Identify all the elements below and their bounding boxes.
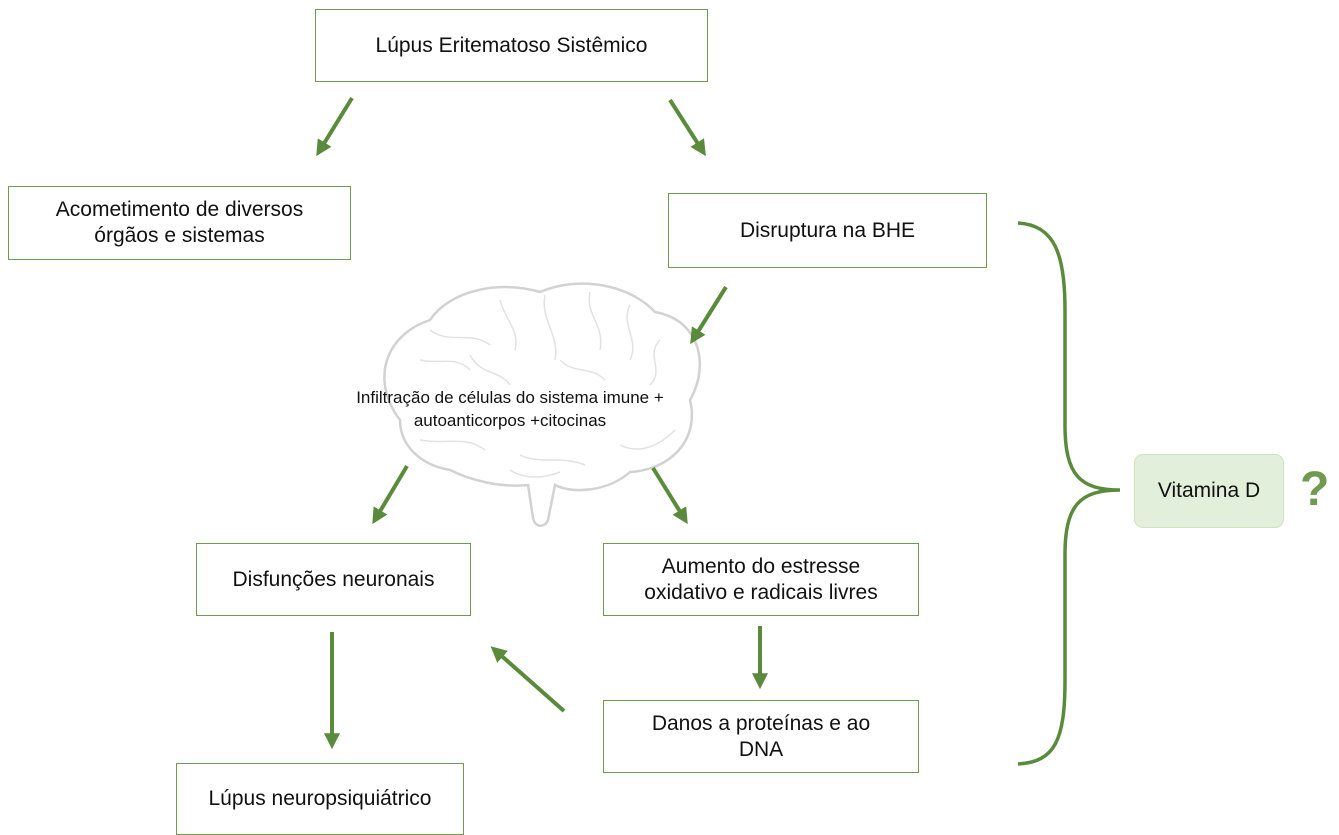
curly-brace (1017, 221, 1121, 766)
node-organs-line1: Acometimento de diversos (55, 198, 304, 221)
node-organs-line2: órgãos e sistemas (94, 224, 265, 247)
arrow-lupus-to-organs (316, 96, 354, 157)
node-bhe-label: Disruptura na BHE (739, 218, 916, 242)
infiltration-line2: autoanticorpos +citocinas (413, 411, 607, 430)
node-lupus: Lúpus Eritematoso Sistêmico (315, 9, 708, 82)
node-neuronal: Disfunções neuronais (196, 543, 471, 616)
node-oxidative-line1: Aumento do estresse (661, 554, 861, 578)
node-oxidative: Aumento do estresse oxidativo e radicais… (603, 543, 919, 616)
vitamin-d-box: Vitamina D (1134, 454, 1284, 528)
arrow-brain-to-neuronal (372, 464, 409, 525)
arrow-lupus-to-bhe (668, 98, 706, 157)
infiltration-line1: Infiltração de células do sistema imune … (356, 388, 664, 407)
node-damage-line2: DNA (738, 737, 784, 761)
node-oxidative-line2: oxidativo e radicais livres (644, 580, 878, 604)
node-damage: Danos a proteínas e ao DNA (603, 700, 919, 773)
vitamin-d-label: Vitamina D (1157, 479, 1261, 502)
node-bhe: Disruptura na BHE (668, 193, 987, 268)
node-lupus-label: Lúpus Eritematoso Sistêmico (375, 33, 648, 57)
arrow-bhe-to-brain (690, 285, 728, 345)
node-neuropsych: Lúpus neuropsiquiátrico (176, 763, 464, 835)
arrow-brain-to-oxidative (651, 466, 688, 525)
node-neuronal-label: Disfunções neuronais (232, 567, 435, 591)
question-mark: ? (1300, 463, 1330, 516)
infiltration-text: Infiltração de células do sistema imune … (290, 386, 730, 432)
node-damage-line1: Danos a proteínas e ao (651, 711, 871, 735)
arrow-damage-to-neuronal (490, 646, 566, 713)
node-organs: Acometimento de diversos órgãos e sistem… (8, 186, 351, 260)
node-neuropsych-label: Lúpus neuropsiquiátrico (208, 787, 432, 810)
